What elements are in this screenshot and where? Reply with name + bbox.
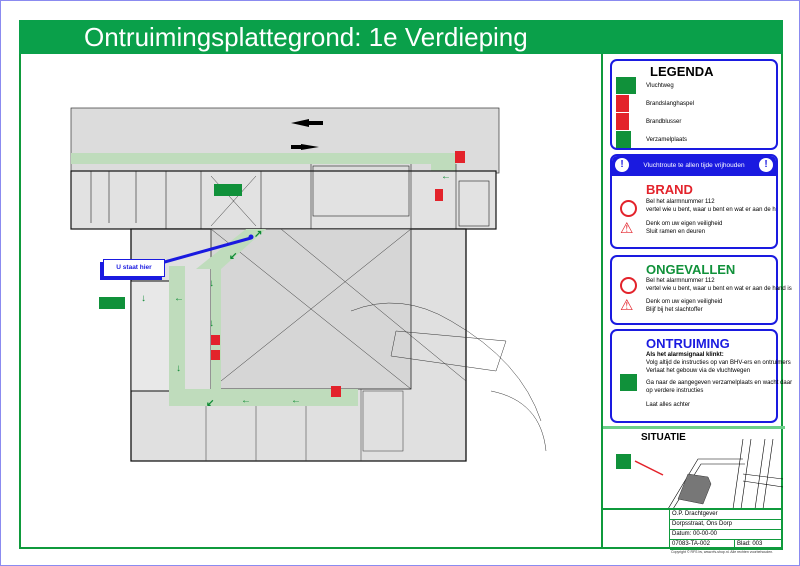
keep-clear-banner: Vluchtroute te allen tijde vrijhouden	[612, 156, 776, 176]
warning-icon: ⚠	[620, 297, 634, 314]
fire-hose-icon	[211, 350, 220, 360]
svg-text:↓: ↓	[176, 363, 181, 374]
divider	[603, 426, 785, 429]
exit-sign-icon	[616, 77, 636, 94]
svg-text:↙: ↙	[229, 251, 237, 262]
brand-title: BRAND	[646, 182, 693, 197]
svg-text:←: ←	[441, 171, 451, 182]
warning-icon: ⚠	[620, 220, 634, 237]
svg-text:↙: ↙	[206, 398, 214, 409]
svg-text:←: ←	[174, 293, 184, 304]
legend-item: Vluchtweg	[616, 77, 674, 94]
copyright: Copyright © RFS bv, www.rfs-shop.nl. All…	[671, 550, 774, 554]
legend-box: LEGENDA Vluchtweg Brandslanghaspel Brand…	[610, 59, 778, 150]
accidents-title: ONGEVALLEN	[646, 262, 736, 277]
assembly-point-icon	[620, 374, 637, 391]
fire-hose-icon	[616, 95, 629, 112]
sidebar: LEGENDA Vluchtweg Brandslanghaspel Brand…	[601, 54, 792, 549]
info-icon: !	[615, 158, 629, 172]
svg-text:←: ←	[241, 395, 251, 406]
fire-box: Vluchtroute te allen tijde vrijhouden ! …	[610, 154, 778, 249]
evacuation-box: ONTRUIMING Als het alarmsignaal klinkt: …	[610, 329, 792, 423]
exit-sign-icon	[214, 184, 242, 196]
phone-icon	[620, 200, 637, 217]
you-are-here-label: U staat hier	[103, 259, 165, 277]
legend-item: Brandblusser	[616, 113, 681, 130]
legend-item: Verzamelplaats	[616, 131, 687, 148]
exit-sign-icon	[99, 297, 125, 309]
svg-text:↗: ↗	[254, 229, 262, 240]
situation-map	[634, 439, 783, 509]
page-title: Ontruimingsplattegrond: 1e Verdieping	[19, 20, 783, 54]
accidents-box: ONGEVALLEN Bel het alarmnummer 112 verte…	[610, 255, 792, 325]
info-icon: !	[759, 158, 773, 172]
phone-icon	[620, 277, 637, 294]
legend-item: Brandslanghaspel	[616, 95, 694, 112]
assembly-point-icon	[616, 454, 631, 469]
svg-text:↓: ↓	[209, 318, 214, 329]
evacuation-title: ONTRUIMING	[646, 336, 730, 351]
fire-hose-icon	[331, 386, 341, 397]
fire-hose-icon	[455, 151, 465, 163]
fire-extinguisher-icon	[211, 335, 220, 345]
svg-text:←: ←	[291, 395, 301, 406]
assembly-point-icon	[616, 131, 631, 148]
situation-title: SITUATIE	[641, 432, 686, 443]
svg-text:↓: ↓	[209, 278, 214, 289]
fire-extinguisher-icon	[616, 113, 629, 130]
title-block: O.P. Drachtgever Dorpsstraat, Ons Dorp D…	[601, 508, 783, 550]
svg-text:↓: ↓	[141, 293, 146, 304]
fire-extinguisher-icon	[435, 189, 443, 201]
legend-title: LEGENDA	[650, 64, 714, 79]
floor-plan: ↗ ↙ ↓ ↓ ← ↓ ↙ ← ← ↓ ← U staat hier	[21, 54, 601, 547]
